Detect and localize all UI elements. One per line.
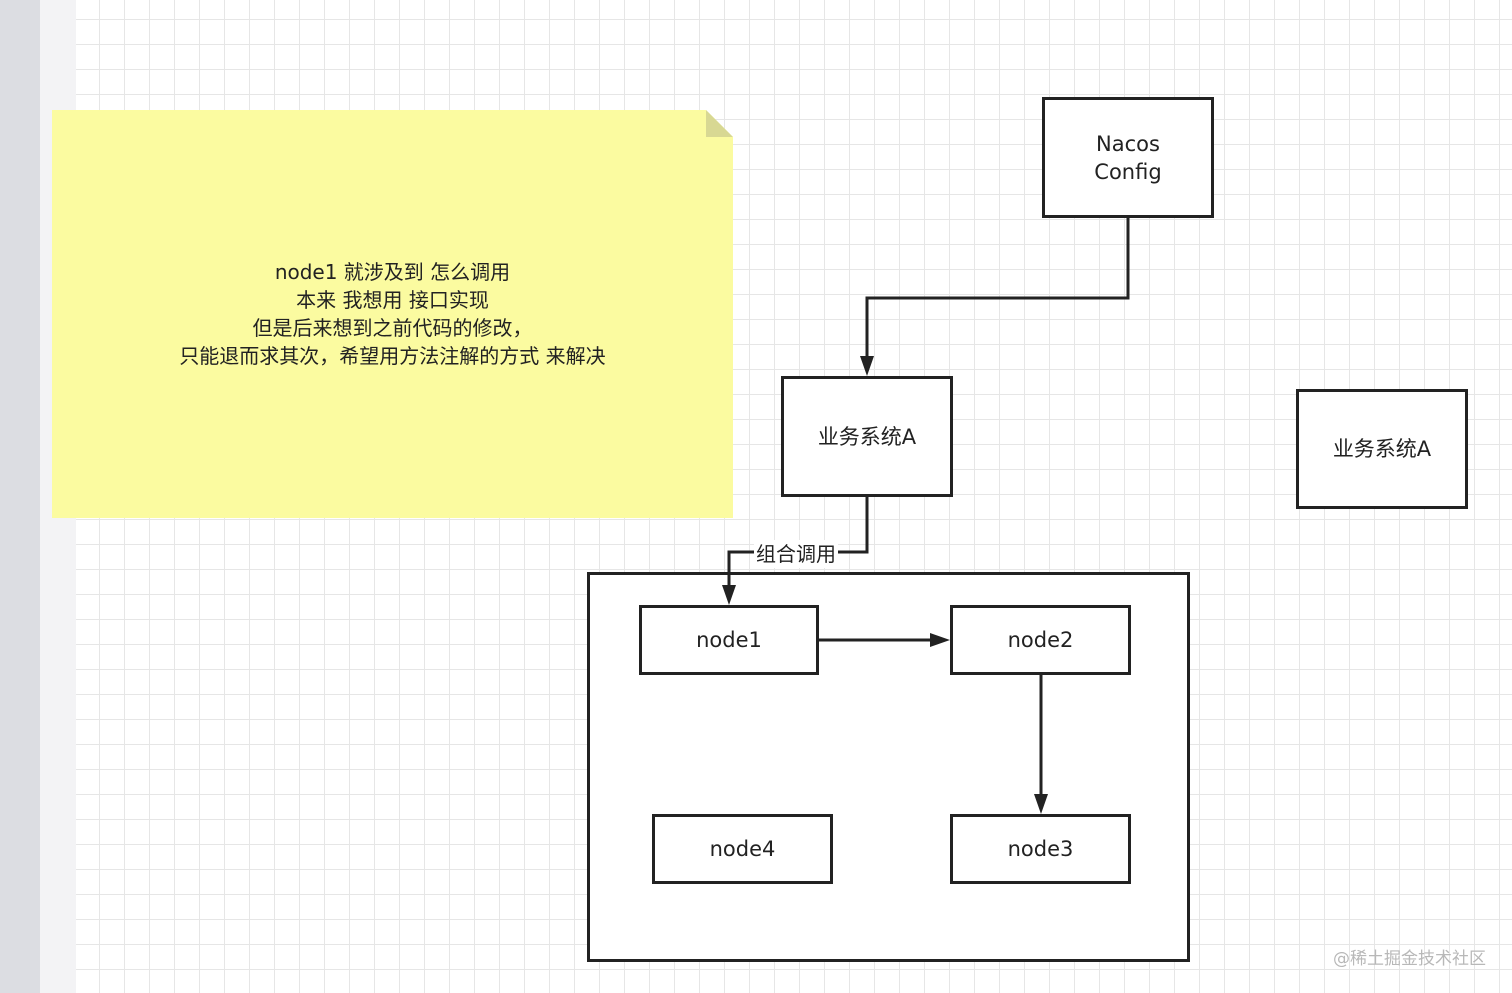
arrowhead-node1 [722,585,736,605]
sticky-note[interactable] [52,110,733,518]
note-line-1: node1 就涉及到 怎么调用 [274,260,511,284]
edge-nacos-to-biz-a [865,218,1130,362]
biz-system-a-right-label: 业务系统A [1332,437,1432,461]
note-line-3: 但是后来想到之前代码的修改， [252,316,533,340]
node4-label: node4 [709,837,776,861]
watermark: @稀土掘金技术社区 [1333,949,1486,969]
biz-system-a-box[interactable]: 业务系统A [781,376,953,497]
node2-box[interactable]: node2 [950,605,1131,675]
arrowhead-biz-a [860,356,874,376]
note-line-4: 只能退而求其次，希望用方法注解的方式 来解决 [179,344,606,368]
node2-label: node2 [1007,628,1074,652]
nacos-config-label: Nacos Config [1094,131,1162,184]
nacos-config-box[interactable]: Nacos Config [1042,97,1214,218]
node1-label: node1 [696,628,762,652]
biz-system-a-label: 业务系统A [817,424,917,449]
node3-label: node3 [1007,837,1074,861]
edge-label-combo-call: 组合调用 [754,540,838,568]
node1-box[interactable]: node1 [639,605,819,675]
arrowhead-node3 [1034,794,1048,814]
sticky-note-text: node1 就涉及到 怎么调用 本来 我想用 接口实现 但是后来想到之前代码的修… [52,258,733,370]
biz-system-a-right-box[interactable]: 业务系统A [1296,389,1468,509]
node4-box[interactable]: node4 [652,814,833,884]
arrowhead-node2 [930,633,950,647]
left-rail [0,0,40,993]
note-line-2: 本来 我想用 接口实现 [296,288,489,312]
node3-box[interactable]: node3 [950,814,1131,884]
